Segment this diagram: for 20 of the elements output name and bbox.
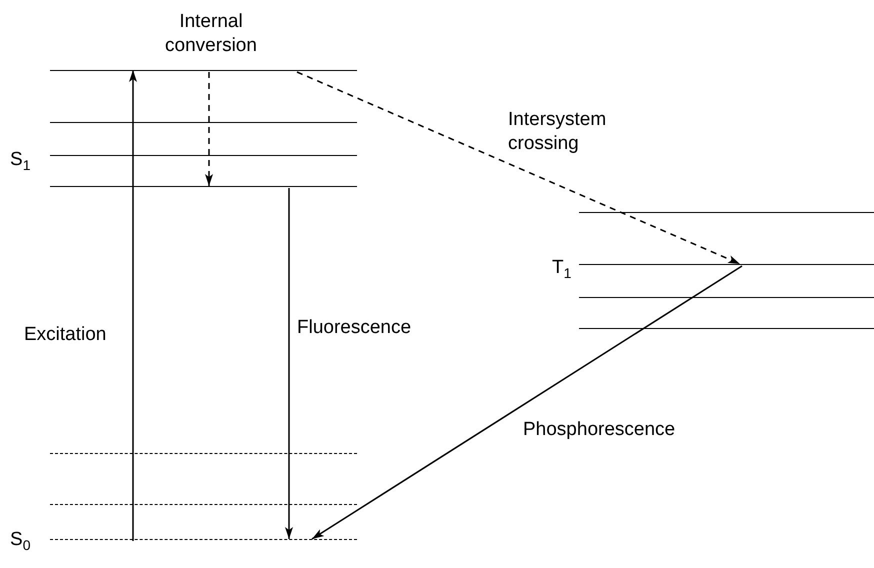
- energy-level-line: [50, 122, 357, 123]
- energy-level-line: [579, 328, 874, 329]
- arrow: [285, 188, 293, 539]
- energy-level-line: [50, 70, 357, 71]
- energy-level-line: [579, 264, 874, 265]
- energy-level-line: [579, 297, 874, 298]
- energy-level-line: [50, 539, 357, 540]
- arrow: [129, 70, 137, 541]
- energy-level-line: [579, 212, 874, 213]
- arrow: [205, 72, 213, 186]
- energy-level-line: [50, 155, 357, 156]
- edge-label: Phosphorescence: [523, 418, 676, 442]
- arrow: [312, 265, 742, 540]
- energy-level-line: [50, 504, 357, 505]
- energy-level-line: [50, 186, 357, 187]
- state-label: S$_{0}$: [10, 528, 30, 555]
- state-label: T$_{1}$: [552, 256, 572, 283]
- state-label: S$_{1}$: [10, 148, 30, 175]
- arrow: [296, 71, 740, 265]
- energy-level-line: [50, 453, 357, 454]
